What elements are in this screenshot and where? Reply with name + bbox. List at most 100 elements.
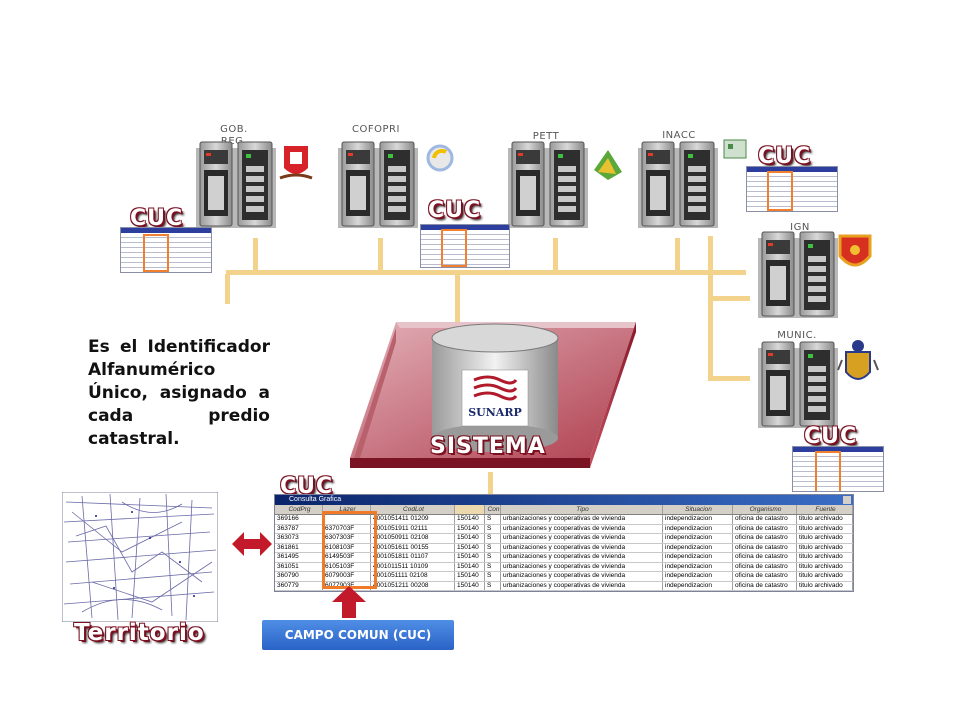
table-cell: independizacion	[663, 562, 733, 571]
network-drop-cofopri	[378, 238, 383, 272]
table-cell: oficina de catastro	[733, 543, 797, 552]
table-cell: urbanizaciones y cooperativas de viviend…	[501, 553, 663, 562]
munic-shield-icon	[837, 340, 879, 380]
cuc-label-munic: CUC	[804, 424, 858, 449]
ign-shield-icon	[838, 234, 872, 267]
network-drop-pett	[553, 238, 558, 272]
table-cell: 4001051111 02108	[371, 572, 455, 581]
table-cell: titulo archivado	[797, 524, 853, 533]
table-cell: titulo archivado	[797, 581, 853, 590]
cofopri-logo-icon	[426, 144, 454, 172]
grid-header-cell[interactable]: CodLot	[371, 505, 455, 514]
table-cell: 363073	[275, 534, 323, 543]
table-cell: independizacion	[663, 534, 733, 543]
table-cell: 4001051411 01209	[371, 515, 455, 524]
mini-table-inacc	[746, 166, 838, 212]
peru-shield-icon	[279, 146, 313, 180]
table-cell: 369166	[275, 515, 323, 524]
table-cell: urbanizaciones y cooperativas de viviend…	[501, 543, 663, 552]
grid-header-cell[interactable]: Fuente	[797, 505, 853, 514]
network-drop-sistema	[455, 274, 460, 326]
grid-header-cell[interactable]: Con	[485, 505, 501, 514]
table-cell: 6077903F	[323, 581, 371, 590]
table-cell: oficina de catastro	[733, 572, 797, 581]
table-cell: independizacion	[663, 524, 733, 533]
cuc-label-cofopri: CUC	[428, 198, 482, 223]
table-cell: S	[485, 572, 501, 581]
table-cell: oficina de catastro	[733, 524, 797, 533]
table-cell: 4001051711 08108	[371, 591, 455, 592]
server-label-cofopri: COFOPRI	[352, 124, 400, 135]
cuc-column-highlight	[322, 511, 377, 589]
table-cell: urbanizaciones y cooperativas de viviend…	[501, 591, 663, 592]
server-label-ign: IGN	[790, 222, 810, 233]
table-cell: S	[485, 581, 501, 590]
server-label-inacc: INACC	[662, 130, 696, 141]
pett-logo-icon	[594, 150, 622, 180]
table-cell: 4001051911 02111	[371, 524, 455, 533]
mini-table-cofopri	[420, 224, 510, 268]
table-cell: urbanizaciones y cooperativas de viviend…	[501, 515, 663, 524]
table-cell: urbanizaciones y cooperativas de viviend…	[501, 524, 663, 533]
table-cell: oficina de catastro	[733, 515, 797, 524]
table-cell: independizacion	[663, 572, 733, 581]
table-cell: 6079003F	[323, 572, 371, 581]
grid-header-cell[interactable]	[455, 505, 485, 514]
table-cell: S	[485, 562, 501, 571]
up-arrow-icon	[332, 586, 366, 618]
table-cell: 150140	[455, 562, 485, 571]
close-icon[interactable]	[843, 496, 851, 504]
territory-map	[62, 492, 218, 622]
grid-header-cell[interactable]: CodPrg	[275, 505, 323, 514]
table-cell: titulo archivado	[797, 553, 853, 562]
table-cell: titulo archivado	[797, 543, 853, 552]
table-cell: 361495	[275, 553, 323, 562]
grid-header-cell[interactable]: Organismo	[733, 505, 797, 514]
sistema-label: SISTEMA	[430, 434, 546, 459]
table-cell: urbanizaciones y cooperativas de viviend…	[501, 534, 663, 543]
server-cofopri	[337, 141, 419, 229]
sunarp-logo-icon	[461, 369, 529, 427]
table-cell: 6370703F	[323, 524, 371, 533]
table-cell: titulo archivado	[797, 591, 853, 592]
mini-table-gob-reg	[120, 227, 212, 273]
grid-header-cell[interactable]: Situacion	[663, 505, 733, 514]
table-cell: 150140	[455, 581, 485, 590]
table-cell: 4001051211 00208	[371, 581, 455, 590]
table-cell: independizacion	[663, 581, 733, 590]
network-trunk-right	[708, 236, 713, 381]
table-cell: independizacion	[663, 553, 733, 562]
table-cell: 363787	[275, 524, 323, 533]
table-cell: 6149503F	[323, 553, 371, 562]
table-cell: 150140	[455, 553, 485, 562]
table-cell: 150140	[455, 591, 485, 592]
table-cell: S	[485, 515, 501, 524]
table-cell: 4001011511 10109	[371, 562, 455, 571]
server-label-pett: PETT	[532, 131, 560, 142]
table-cell: urbanizaciones y cooperativas de viviend…	[501, 572, 663, 581]
sistema-box	[350, 322, 636, 468]
table-cell: 361051	[275, 562, 323, 571]
server-label-munic: MUNIC.	[777, 330, 817, 341]
network-drop-gobreg	[253, 238, 258, 272]
grid-header-row: CodPrg Lazer CodLot Con Tipo Situacion O…	[275, 505, 853, 515]
table-cell: independizacion	[663, 591, 733, 592]
table-cell: 360790	[275, 572, 323, 581]
campo-comun-button[interactable]: CAMPO COMUN (CUC)	[262, 620, 454, 650]
server-gob-reg	[195, 141, 277, 229]
table-cell: S	[485, 591, 501, 592]
grid-title: Consulta Grafica	[289, 496, 342, 503]
table-cell: 150140	[455, 543, 485, 552]
network-bus-ign-branch	[708, 296, 750, 301]
grid-header-cell[interactable]: Tipo	[501, 505, 663, 514]
grid-header-cell[interactable]: Lazer	[323, 505, 371, 514]
